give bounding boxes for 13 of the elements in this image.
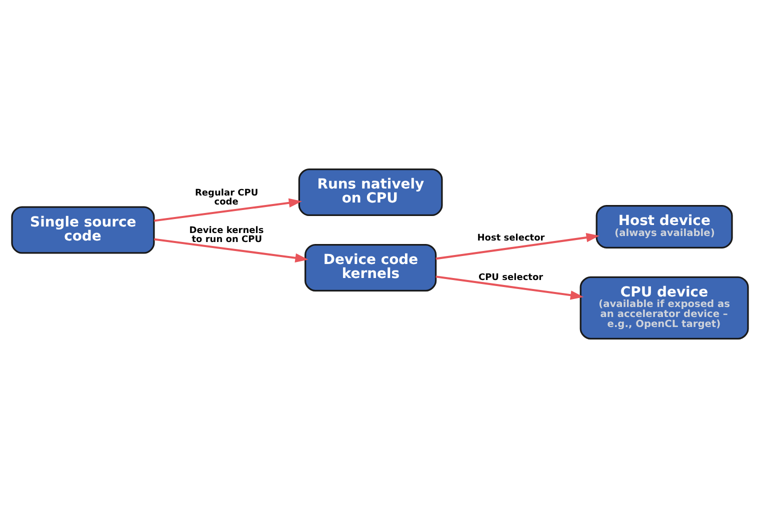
- node-box: Device code kernels: [304, 243, 437, 292]
- arrow: [154, 238, 308, 262]
- arrow: [154, 198, 302, 222]
- node-box: Host device (always available): [596, 204, 733, 248]
- edge-label: Device kernels to run on CPU: [189, 226, 264, 245]
- arrow: [436, 275, 584, 300]
- edge-label: Regular CPU code: [194, 188, 258, 207]
- node-box: Runs natively on CPU: [298, 168, 443, 216]
- edge-label: CPU selector: [478, 272, 544, 282]
- node-box: Single source code: [11, 206, 155, 254]
- node-box: CPU device (available if exposed as an accelerator device – e.g., OpenCL target): [580, 276, 749, 340]
- arrow: [436, 232, 600, 260]
- edge-label: Host selector: [477, 233, 545, 244]
